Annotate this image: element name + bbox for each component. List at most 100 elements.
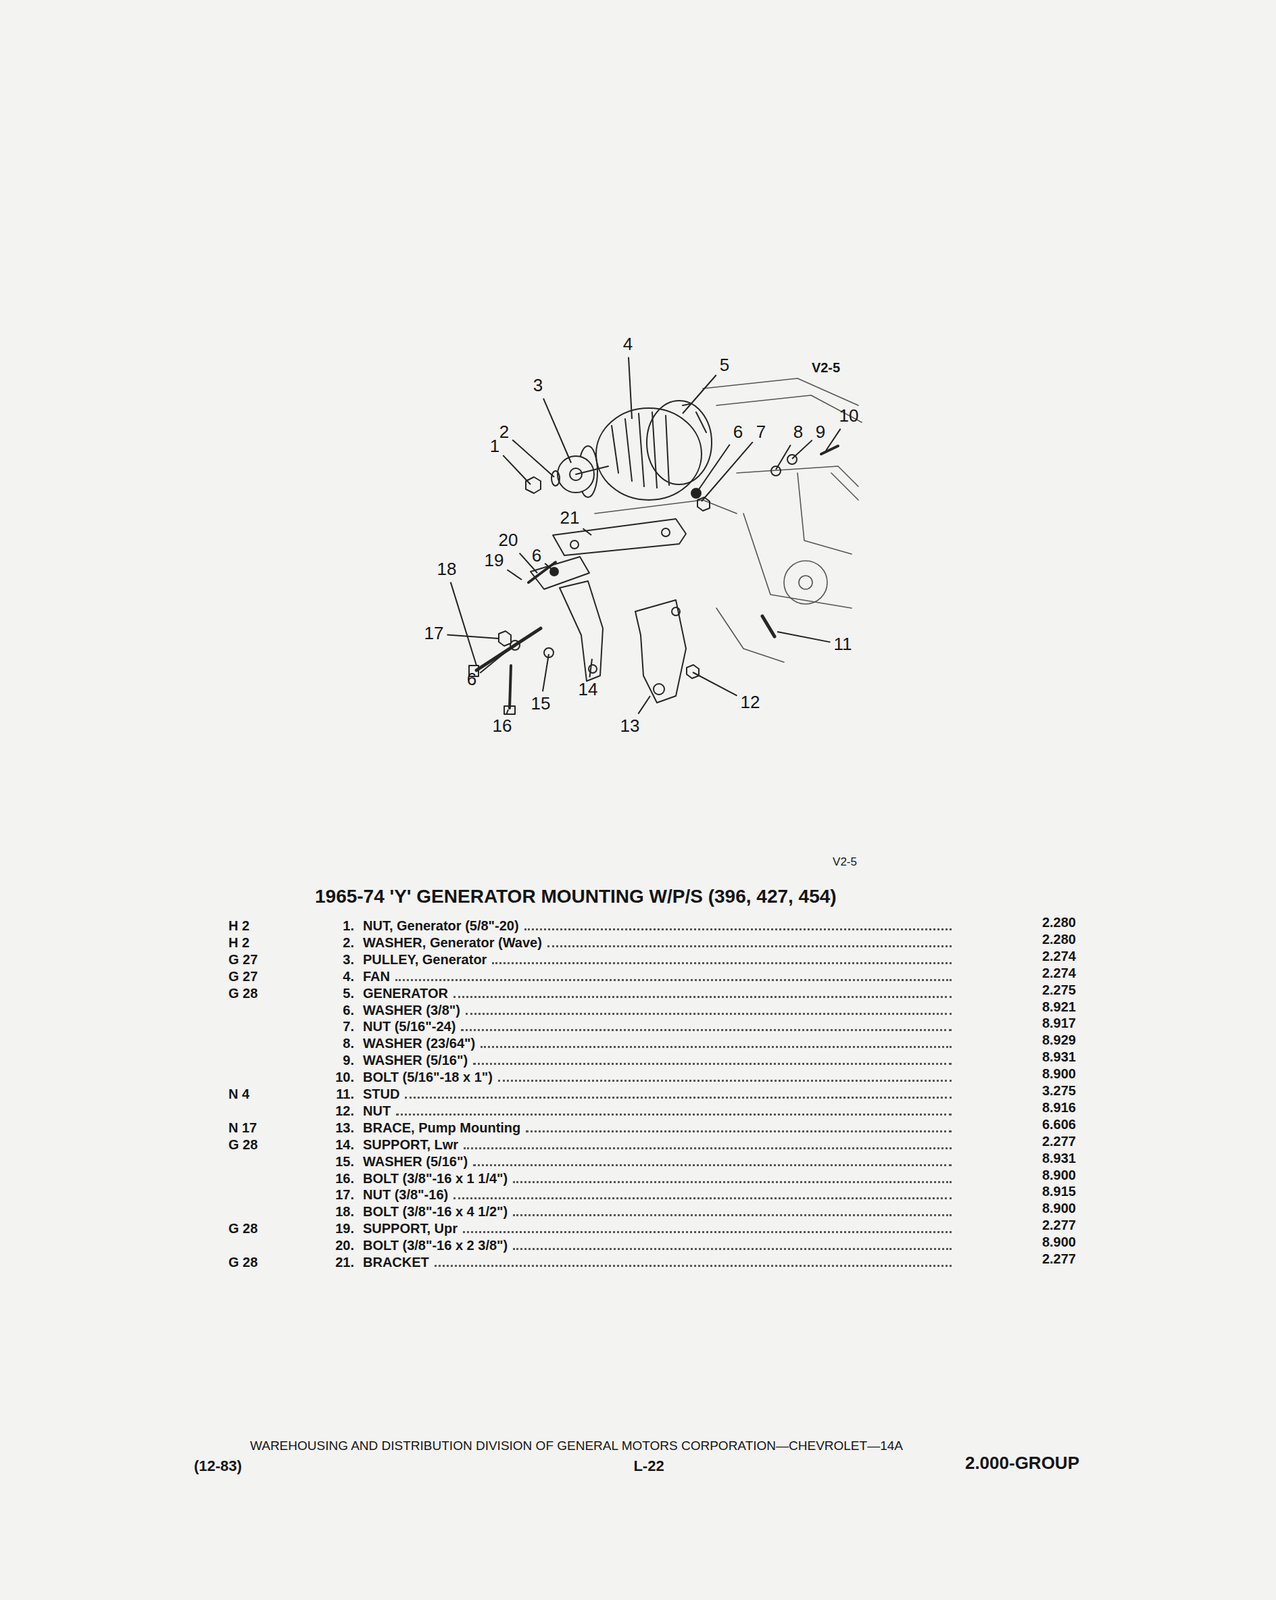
leader-line <box>446 634 499 639</box>
group-number: 8.921 <box>1042 998 1076 1016</box>
callout-number: 15 <box>531 693 551 715</box>
dot-leader <box>525 1130 952 1133</box>
group-number: 8.929 <box>1042 1032 1076 1049</box>
part-name: WASHER (3/8") <box>362 1002 461 1019</box>
group-number: 3.275 <box>1042 1082 1076 1099</box>
item-number: 16. <box>335 1170 355 1187</box>
item-number: 6. <box>342 1002 355 1019</box>
item-number: 7. <box>342 1018 355 1035</box>
part-name: FAN <box>362 968 390 985</box>
group-number: 2.277 <box>1042 1133 1076 1150</box>
dot-leader <box>404 1096 952 1099</box>
group-code: G 28 <box>228 1220 258 1237</box>
leader-line <box>542 654 549 692</box>
callout-number: 18 <box>437 558 457 580</box>
leader-line <box>792 439 813 459</box>
part-name: WASHER (5/16") <box>362 1052 468 1069</box>
item-number: 12. <box>335 1102 355 1120</box>
dot-leader <box>463 1147 952 1150</box>
part-name: BOLT (3/8"-16 x 2 3/8") <box>362 1237 508 1254</box>
callout-number: 20 <box>498 529 519 551</box>
leader-line <box>589 658 593 678</box>
leader-line <box>701 442 753 502</box>
item-number: 17. <box>335 1186 355 1204</box>
callout-number: 17 <box>424 623 445 645</box>
leader-line <box>582 528 592 536</box>
dot-leader <box>547 945 952 948</box>
group-number: 8.916 <box>1042 1099 1076 1116</box>
group-number: 8.900 <box>1042 1065 1076 1083</box>
leader-line <box>628 357 632 420</box>
part-name: SUPPORT, Lwr <box>362 1136 459 1153</box>
group-number: 2.280 <box>1042 931 1076 948</box>
part-name: NUT <box>362 1102 391 1120</box>
dot-leader <box>473 1164 952 1167</box>
group-code: N 4 <box>228 1086 250 1103</box>
part-name: NUT, Generator (5/8"-20) <box>362 917 520 935</box>
part-name: STUD <box>362 1086 400 1103</box>
dot-leader <box>434 1265 952 1268</box>
group-number: 2.274 <box>1042 948 1076 965</box>
part-name: NUT (3/8"-16) <box>362 1186 449 1204</box>
callout-number: 12 <box>740 692 761 714</box>
group-number: 8.917 <box>1042 1015 1076 1032</box>
part-name: BRACKET <box>362 1254 430 1271</box>
dot-leader <box>396 1113 952 1116</box>
part-name: GENERATOR <box>362 985 449 1002</box>
callout-number: 4 <box>623 333 633 355</box>
callout-number: 2 <box>499 421 509 443</box>
callout-number: 21 <box>560 507 580 529</box>
dot-leader <box>498 1080 952 1083</box>
group-number: 8.915 <box>1042 1183 1076 1200</box>
dot-leader <box>512 1248 952 1251</box>
item-number: 5. <box>342 985 355 1002</box>
leader-line <box>692 672 738 697</box>
dot-leader <box>395 979 952 982</box>
item-number: 21. <box>335 1254 355 1271</box>
callout-number: 11 <box>833 633 853 655</box>
dot-leader <box>460 1029 952 1032</box>
group-number: 2.280 <box>1042 914 1076 931</box>
dot-leader <box>512 1214 952 1217</box>
callout-number: 6 <box>531 545 542 567</box>
item-number: 4. <box>342 968 355 985</box>
group-number: 8.900 <box>1042 1200 1076 1217</box>
dot-leader <box>453 996 952 999</box>
part-name: PULLEY, Generator <box>362 951 487 968</box>
page-title: 1965-74 'Y' GENERATOR MOUNTING W/P/S (39… <box>314 885 837 909</box>
leader-line <box>506 709 509 714</box>
callout-number: 9 <box>815 421 826 443</box>
part-name: BRACE, Pump Mounting <box>362 1119 521 1137</box>
figure-id: V2-5 <box>832 855 857 870</box>
callout-number: 3 <box>533 375 543 397</box>
item-number: 8. <box>342 1035 355 1052</box>
revision-date: (12-83) <box>193 1457 242 1476</box>
part-name: WASHER, Generator (Wave) <box>362 934 543 951</box>
part-name: WASHER (5/16") <box>362 1153 468 1170</box>
part-name: WASHER (23/64") <box>362 1035 476 1052</box>
group-number: 8.931 <box>1042 1150 1076 1167</box>
item-number: 13. <box>335 1119 355 1137</box>
group-code: G 28 <box>228 1254 258 1271</box>
callout-number: 6 <box>467 669 477 691</box>
leader-line <box>775 445 791 470</box>
leader-line <box>450 582 477 666</box>
dot-leader <box>465 1013 952 1016</box>
callout-number: 1 <box>489 435 500 457</box>
leader-line <box>638 696 651 714</box>
item-number: 1. <box>342 917 355 935</box>
leader-line <box>777 631 831 643</box>
dot-leader <box>524 928 952 931</box>
item-number: 9. <box>342 1052 355 1069</box>
group-number: 8.900 <box>1042 1234 1076 1251</box>
group-code: G 28 <box>228 985 258 1002</box>
callout-number: 19 <box>484 550 505 572</box>
dot-leader <box>480 1046 952 1049</box>
group-number-footer: 2.000-GROUP <box>965 1453 1080 1475</box>
item-number: 20. <box>335 1237 355 1254</box>
item-number: 2. <box>342 934 355 951</box>
group-number: 2.274 <box>1042 965 1076 982</box>
part-name: BOLT (3/8"-16 x 4 1/2") <box>362 1203 508 1220</box>
